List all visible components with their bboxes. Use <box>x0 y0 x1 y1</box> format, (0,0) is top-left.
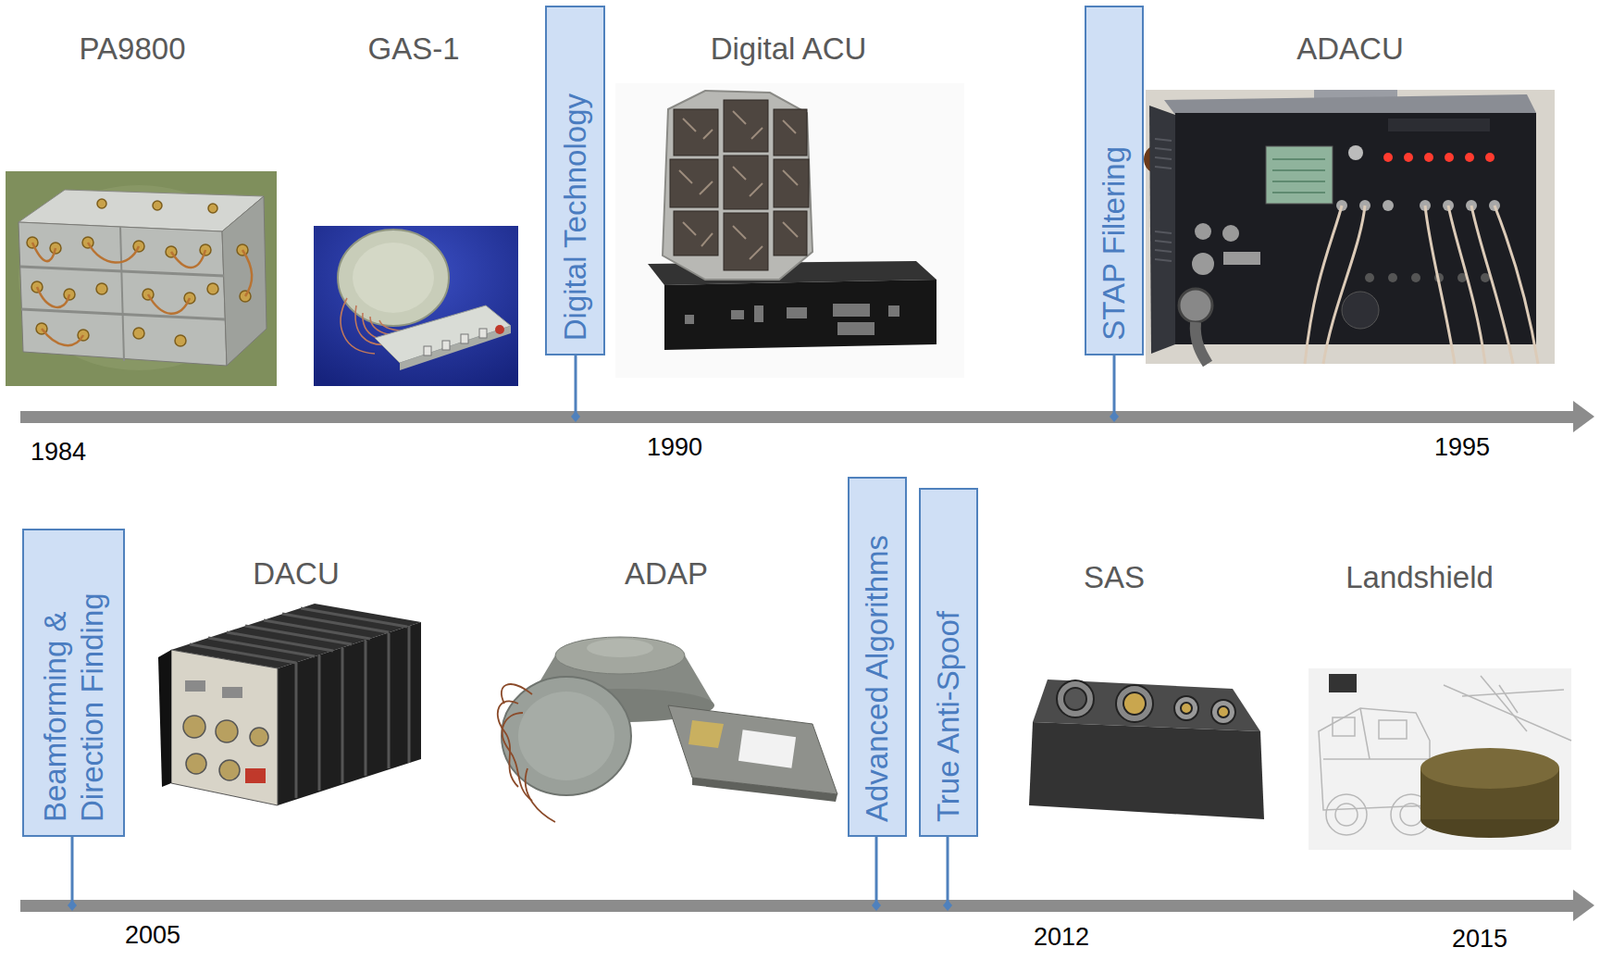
landshield-illustration <box>1308 668 1572 850</box>
milestone-text: STAP Filtering <box>1095 146 1133 341</box>
year-label: 2012 <box>1033 923 1090 952</box>
milestone-box: Advanced Algorithms <box>847 476 907 837</box>
milestone-text: Beamforming & Direction Finding <box>37 530 111 822</box>
product-name: SAS <box>1083 560 1145 595</box>
milestone-box: Beamforming & Direction Finding <box>22 528 125 837</box>
product-name: Digital ACU <box>710 32 868 66</box>
milestone-text: Advanced Algorithms <box>858 534 896 822</box>
year-label: 1984 <box>30 438 87 467</box>
year-label: 2015 <box>1451 925 1508 954</box>
milestone-text: True Anti-Spoof <box>930 610 968 822</box>
milestone-box: STAP Filtering <box>1084 5 1144 356</box>
milestone-box: True Anti-Spoof <box>918 487 979 837</box>
pa9800-photo <box>5 171 277 386</box>
digital-acu-photo <box>615 83 965 378</box>
product-name: PA9800 <box>79 32 187 66</box>
product-name: GAS-1 <box>367 32 459 66</box>
adap-photo <box>497 636 838 822</box>
gas1-photo <box>313 225 519 386</box>
timeline-arrow <box>20 400 1595 433</box>
milestone-text: Digital Technology <box>557 93 595 341</box>
milestone-stem <box>67 355 1119 911</box>
adacu-photo <box>1143 89 1555 364</box>
product-name: Landshield <box>1345 560 1494 595</box>
year-label: 1995 <box>1434 434 1490 462</box>
product-name: DACU <box>252 557 340 591</box>
timeline-arrow <box>20 889 1595 921</box>
dacu-photo <box>158 603 422 806</box>
year-label: 2005 <box>124 921 181 950</box>
year-label: 1990 <box>646 434 703 462</box>
product-name: ADACU <box>1296 32 1404 66</box>
sas-photo <box>1029 679 1265 819</box>
product-name: ADAP <box>624 557 708 591</box>
milestone-box: Digital Technology <box>545 5 606 356</box>
